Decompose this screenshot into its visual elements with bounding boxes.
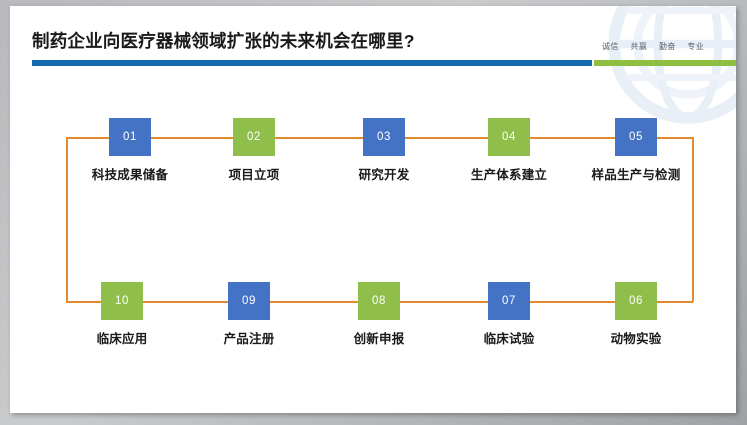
connector-left-top: [66, 137, 109, 139]
flow-node-05-number: 05: [615, 118, 657, 156]
flow-node-03[interactable]: 03 研究开发: [359, 118, 409, 182]
slide-canvas: 制药企业向医疗器械领域扩张的未来机会在哪里? 诚信 共赢 勤奋 专业: [10, 6, 736, 413]
flow-node-06[interactable]: 06 动物实验: [611, 282, 661, 346]
flow-node-02-number: 02: [233, 118, 275, 156]
flow-node-06-label: 动物实验: [610, 332, 662, 346]
flow-node-06-number: 06: [615, 282, 657, 320]
flow-node-07-label: 临床试验: [483, 332, 535, 346]
slogan-word-3: 勤奋: [658, 42, 676, 51]
flow-node-08-label: 创新申报: [353, 332, 405, 346]
title-rule-green: [594, 60, 736, 66]
flow-node-04-label: 生产体系建立: [470, 168, 548, 182]
flow-node-03-number: 03: [363, 118, 405, 156]
connector-left-vert: [66, 137, 68, 302]
connector-right-bottom: [657, 301, 693, 303]
flow-node-04[interactable]: 04 生产体系建立: [471, 118, 547, 182]
flow-node-09-number: 09: [228, 282, 270, 320]
title-rule-blue: [32, 60, 592, 66]
flow-node-07-number: 07: [488, 282, 530, 320]
slogan-word-2: 共赢: [630, 42, 648, 51]
flow-node-10[interactable]: 10 临床应用: [97, 282, 147, 346]
flow-node-02-label: 项目立项: [228, 168, 280, 182]
flow-node-08-number: 08: [358, 282, 400, 320]
connector-right-top: [657, 137, 693, 139]
flow-node-08[interactable]: 08 创新申报: [354, 282, 404, 346]
connector-09-08: [270, 301, 358, 303]
connector-08-07: [400, 301, 488, 303]
flow-node-01[interactable]: 01 科技成果储备: [92, 118, 168, 182]
flow-node-01-number: 01: [109, 118, 151, 156]
flow-node-02[interactable]: 02 项目立项: [229, 118, 279, 182]
slogan-word-1: 诚信: [602, 42, 619, 51]
connector-03-04: [405, 137, 488, 139]
flow-node-01-label: 科技成果储备: [91, 168, 169, 182]
connector-07-06: [530, 301, 615, 303]
flow-node-05-label: 样品生产与检测: [591, 168, 681, 182]
flow-node-10-number: 10: [101, 282, 143, 320]
connector-04-05: [530, 137, 615, 139]
flow-node-10-label: 临床应用: [96, 332, 148, 346]
flow-node-09[interactable]: 09 产品注册: [224, 282, 274, 346]
flow-node-07[interactable]: 07 临床试验: [484, 282, 534, 346]
slogan-word-4: 专业: [687, 42, 705, 51]
connector-10-09: [143, 301, 228, 303]
header-slogan: 诚信 共赢 勤奋 专业: [602, 41, 704, 52]
connector-right-vert: [692, 137, 694, 302]
page-title: 制药企业向医疗器械领域扩张的未来机会在哪里?: [32, 31, 415, 51]
connector-01-02: [151, 137, 233, 139]
process-flow-diagram: 01 科技成果储备 02 项目立项 03 研究开发 04 生产体系建立 05 样…: [10, 6, 736, 413]
connector-02-03: [275, 137, 363, 139]
flow-node-03-label: 研究开发: [358, 168, 410, 182]
flow-node-05[interactable]: 05 样品生产与检测: [592, 118, 680, 182]
flow-node-04-number: 04: [488, 118, 530, 156]
flow-node-09-label: 产品注册: [223, 332, 275, 346]
connector-left-bottom: [66, 301, 101, 303]
